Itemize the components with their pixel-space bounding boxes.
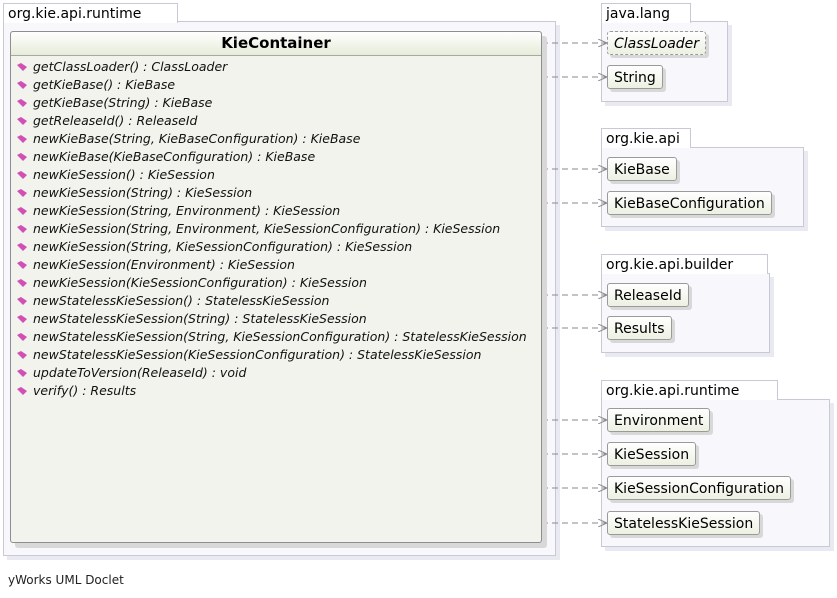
method-signature: newKieSession()	[33, 167, 136, 182]
public-method-icon	[17, 332, 27, 341]
method-return-type: : StatelessKieSession	[344, 347, 482, 362]
method-row[interactable]: updateToVersion(ReleaseId) : void	[17, 364, 541, 382]
method-signature: updateToVersion(ReleaseId)	[33, 365, 208, 380]
method-row[interactable]: getKieBase() : KieBase	[17, 76, 541, 94]
method-return-type: : KieBase	[253, 149, 316, 164]
package-label-runtime-main: org.kie.api.runtime	[3, 3, 178, 23]
class-name: KieContainer	[11, 32, 541, 56]
method-signature: getReleaseId()	[33, 113, 125, 128]
method-return-type: : KieSession	[172, 185, 253, 200]
public-method-icon	[17, 206, 27, 215]
ref-kiebase[interactable]: KieBase	[607, 157, 677, 181]
public-method-icon	[17, 98, 27, 107]
method-return-type: : KieBase	[150, 95, 213, 110]
method-signature: newStatelessKieSession()	[33, 293, 193, 308]
public-method-icon	[17, 368, 27, 377]
method-signature: newStatelessKieSession(KieSessionConfigu…	[33, 347, 345, 362]
public-method-icon	[17, 296, 27, 305]
method-row[interactable]: getReleaseId() : ReleaseId	[17, 112, 541, 130]
method-row[interactable]: newStatelessKieSession(KieSessionConfigu…	[17, 346, 541, 364]
method-row[interactable]: getClassLoader() : ClassLoader	[17, 58, 541, 76]
package-label-kie-api: org.kie.api	[601, 128, 691, 148]
ref-kiebaseconfiguration[interactable]: KieBaseConfiguration	[607, 191, 772, 215]
method-row[interactable]: newKieSession(Environment) : KieSession	[17, 256, 541, 274]
ref-classloader[interactable]: ClassLoader	[607, 31, 707, 55]
method-return-type: : KieSession	[215, 257, 295, 272]
ref-statelesskiesession[interactable]: StatelessKieSession	[607, 511, 761, 535]
method-return-type: : KieSession	[135, 167, 215, 182]
method-row[interactable]: verify() : Results	[17, 382, 541, 400]
package-label-kie-api-builder: org.kie.api.builder	[601, 254, 768, 274]
public-method-icon	[17, 224, 27, 233]
ref-environment[interactable]: Environment	[607, 408, 711, 432]
public-method-icon	[17, 116, 27, 125]
method-signature: newKieSession(KieSessionConfiguration)	[33, 275, 288, 290]
package-label-kie-api-runtime: org.kie.api.runtime	[601, 380, 778, 400]
method-signature: newKieSession(Environment)	[33, 257, 216, 272]
ref-kiesession[interactable]: KieSession	[607, 442, 697, 466]
method-signature: newKieSession(String)	[33, 185, 173, 200]
ref-releaseid[interactable]: ReleaseId	[607, 283, 689, 307]
public-method-icon	[17, 260, 27, 269]
method-row[interactable]: newKieSession() : KieSession	[17, 166, 541, 184]
public-method-icon	[17, 134, 27, 143]
public-method-icon	[17, 350, 27, 359]
method-signature: verify()	[33, 383, 79, 398]
method-row[interactable]: newKieSession(String) : KieSession	[17, 184, 541, 202]
method-row[interactable]: newKieSession(String, KieSessionConfigur…	[17, 238, 541, 256]
method-signature: getClassLoader()	[33, 59, 140, 74]
method-return-type: : StatelessKieSession	[390, 329, 527, 344]
method-return-type: : Results	[78, 383, 137, 398]
method-row[interactable]: newStatelessKieSession(String, KieSessio…	[17, 328, 541, 346]
method-return-type: : KieSession	[332, 239, 413, 254]
method-row[interactable]: newStatelessKieSession(String) : Statele…	[17, 310, 541, 328]
method-row[interactable]: getKieBase(String) : KieBase	[17, 94, 541, 112]
ref-string[interactable]: String	[607, 65, 663, 89]
method-signature: getKieBase(String)	[33, 95, 151, 110]
public-method-icon	[17, 242, 27, 251]
method-signature: newStatelessKieSession(String, KieSessio…	[33, 329, 391, 344]
footer-credit: yWorks UML Doclet	[8, 573, 124, 587]
kiecontainer-class[interactable]: KieContainer getClassLoader() : ClassLoa…	[10, 31, 542, 543]
public-method-icon	[17, 170, 27, 179]
public-method-icon	[17, 278, 27, 287]
method-return-type: : void	[207, 365, 247, 380]
method-return-type: : KieBase	[113, 77, 176, 92]
method-signature: newKieSession(String, Environment, KieSe…	[33, 221, 421, 236]
method-row[interactable]: newKieBase(KieBaseConfiguration) : KieBa…	[17, 148, 541, 166]
method-return-type: : StatelessKieSession	[192, 293, 330, 308]
public-method-icon	[17, 386, 27, 395]
method-return-type: : KieSession	[420, 221, 501, 236]
method-return-type: : ReleaseId	[124, 113, 198, 128]
public-method-icon	[17, 314, 27, 323]
method-signature: newKieSession(String, Environment)	[33, 203, 261, 218]
package-label-java-lang: java.lang	[601, 3, 691, 23]
public-method-icon	[17, 188, 27, 197]
method-return-type: : StatelessKieSession	[230, 311, 367, 326]
method-row[interactable]: newKieSession(String, Environment, KieSe…	[17, 220, 541, 238]
method-return-type: : KieSession	[261, 203, 341, 218]
method-signature: newKieBase(String, KieBaseConfiguration)	[33, 131, 299, 146]
method-row[interactable]: newStatelessKieSession() : StatelessKieS…	[17, 292, 541, 310]
public-method-icon	[17, 80, 27, 89]
method-signature: getKieBase()	[33, 77, 114, 92]
method-return-type: : KieBase	[298, 131, 361, 146]
ref-kiesessionconfiguration[interactable]: KieSessionConfiguration	[607, 476, 792, 500]
method-signature: newKieSession(String, KieSessionConfigur…	[33, 239, 333, 254]
public-method-icon	[17, 62, 27, 71]
method-row[interactable]: newKieSession(String, Environment) : Kie…	[17, 202, 541, 220]
method-row[interactable]: newKieSession(KieSessionConfiguration) :…	[17, 274, 541, 292]
method-row[interactable]: newKieBase(String, KieBaseConfiguration)…	[17, 130, 541, 148]
ref-results[interactable]: Results	[607, 316, 672, 340]
method-return-type: : KieSession	[287, 275, 367, 290]
method-signature: newKieBase(KieBaseConfiguration)	[33, 149, 254, 164]
method-return-type: : ClassLoader	[139, 59, 228, 74]
method-signature: newStatelessKieSession(String)	[33, 311, 231, 326]
public-method-icon	[17, 152, 27, 161]
